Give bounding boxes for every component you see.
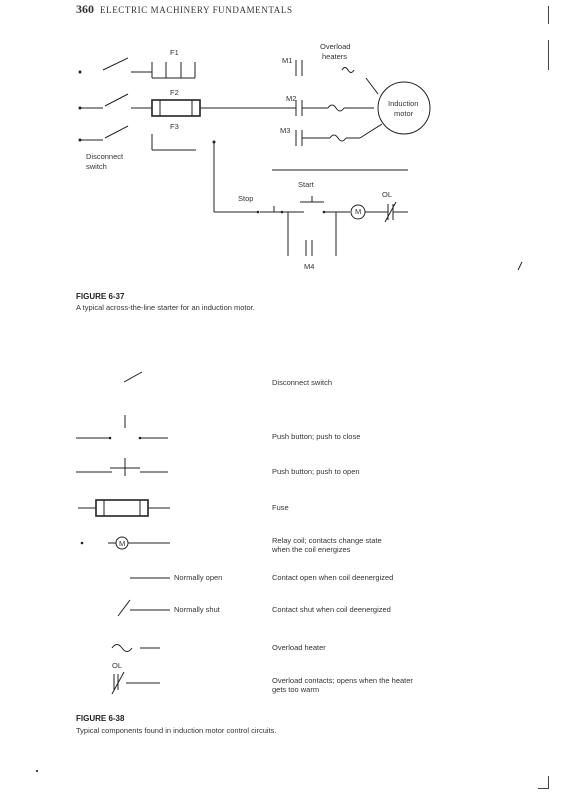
symbol-label-ol: OL	[112, 661, 123, 670]
label-disconnect: Disconnect	[86, 152, 124, 161]
symbol-disconnect-switch	[123, 371, 143, 383]
symbol-push-to-open	[76, 458, 168, 476]
label-f1: F1	[170, 48, 179, 57]
margin-mark-corner-v	[548, 776, 549, 788]
running-title: ELECTRIC MACHINERY FUNDAMENTALS	[100, 5, 293, 15]
symbol-overload-heater	[111, 644, 160, 652]
relay-symbol-label: M	[119, 539, 126, 548]
margin-mark-corner-h	[538, 788, 549, 789]
label-m4: M4	[304, 262, 315, 271]
label-motor-line1: Induction	[388, 99, 419, 108]
line-2	[78, 93, 374, 117]
desc-disconnect-switch: Disconnect switch	[272, 378, 333, 387]
figure-638-caption-text: Typical components found in induction mo…	[76, 726, 277, 735]
line-3	[78, 125, 216, 212]
scan-mark	[36, 770, 38, 772]
label-overload: Overload	[320, 42, 351, 51]
induction-motor-symbol	[377, 81, 431, 135]
margin-mark-top	[548, 6, 549, 24]
symbol-fuse	[78, 499, 170, 517]
figure-638-caption-title: FIGURE 6-38	[76, 714, 125, 723]
desc-normally-shut: Contact shut when coil deenergized	[272, 605, 391, 614]
symbol-relay-coil	[80, 536, 170, 550]
page-number: 360	[76, 2, 94, 16]
margin-mark-right	[548, 40, 549, 70]
desc-normally-open: Contact open when coil deenergized	[272, 573, 394, 582]
line-1	[78, 57, 196, 79]
figure-637-diagram	[78, 57, 523, 271]
label-start: Start	[298, 180, 314, 189]
label-m2: M2	[286, 94, 297, 103]
symbol-normally-shut	[117, 599, 170, 617]
label-f2: F2	[170, 88, 179, 97]
label-m3: M3	[280, 126, 291, 135]
label-stop: Stop	[238, 194, 254, 203]
figure-637-caption-text: A typical across-the-line starter for an…	[76, 303, 255, 312]
desc-relay-coil: Relay coil; contacts change state when t…	[272, 536, 382, 554]
desc-push-to-open: Push button; push to open	[272, 467, 360, 476]
label-relay-coil-m: M	[355, 207, 362, 216]
label-m1: M1	[282, 56, 293, 65]
label-switch: switch	[86, 162, 107, 171]
control-circuit	[214, 196, 523, 271]
label-motor-line2: motor	[394, 109, 414, 118]
side-label-normally-open: Normally open	[174, 573, 223, 582]
desc-fuse: Fuse	[272, 503, 289, 512]
desc-push-to-close: Push button; push to close	[272, 432, 361, 441]
symbol-push-to-close	[76, 415, 168, 440]
desc-overload-heater: Overload heater	[272, 643, 326, 652]
desc-overload-contacts: Overload contacts; opens when the heater…	[272, 676, 413, 694]
label-heaters: heaters	[322, 52, 348, 61]
figure-637-caption-title: FIGURE 6-37	[76, 292, 125, 301]
running-header: 360 ELECTRIC MACHINERY FUNDAMENTALS	[76, 2, 293, 17]
label-f3: F3	[170, 122, 179, 131]
side-label-normally-shut: Normally shut	[174, 605, 220, 614]
contact-m3-branch	[295, 123, 383, 146]
contact-m1	[295, 60, 379, 95]
symbol-overload-contacts	[111, 671, 160, 695]
label-ol: OL	[382, 190, 393, 199]
